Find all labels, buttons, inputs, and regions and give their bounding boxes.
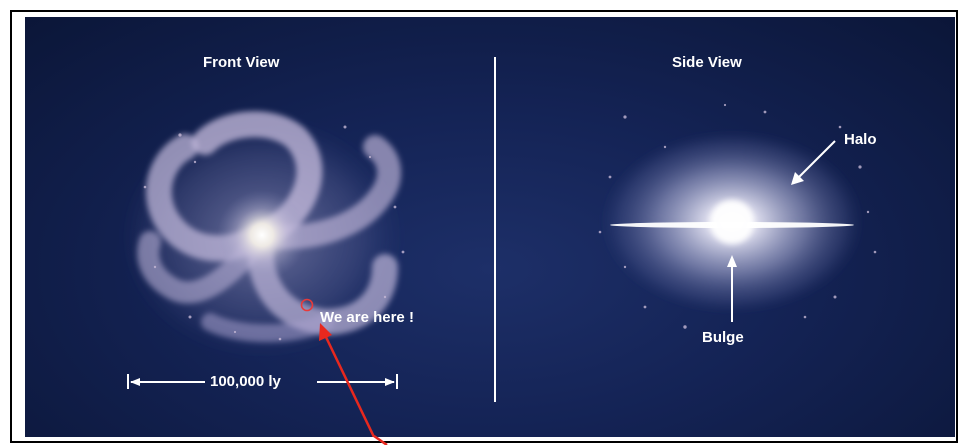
bulge-label: Bulge [702, 329, 744, 346]
scale-label: 100,000 ly [210, 373, 281, 390]
galaxy-illustration [122, 103, 877, 437]
spiral-galaxy [122, 111, 402, 357]
view-divider [494, 57, 496, 402]
halo-arrow [791, 140, 836, 185]
scale-bar [127, 374, 398, 389]
bulge-arrow [727, 255, 737, 322]
halo-label: Halo [844, 131, 877, 148]
front-view-title: Front View [203, 54, 280, 71]
pointer-arrow [319, 323, 376, 437]
galaxy-diagram-panel: Front View Side View We are here ! 100,0… [25, 17, 955, 437]
star-field [143, 103, 877, 341]
side-view-title: Side View [672, 54, 742, 71]
sun-location-marker [300, 298, 314, 312]
we-are-here-label: We are here ! [320, 309, 414, 326]
